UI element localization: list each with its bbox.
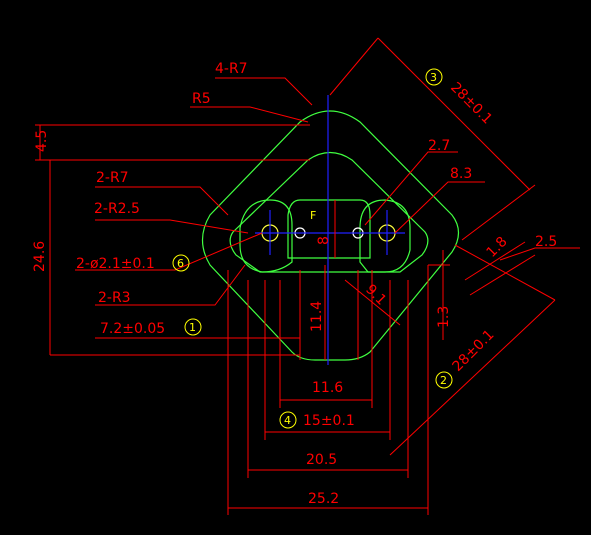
label-25-2: 25.2 [308,491,339,507]
label-1-8: 1.8 [484,234,511,261]
label-4-r7: 4-R7 [215,61,248,77]
label-2-r7: 2-R7 [96,170,129,186]
label-4-5: 4.5 [34,130,50,152]
label-2-phi21: 2-ø2.1±0.1 [76,256,155,272]
center-lines [255,95,405,365]
center-slot [287,199,371,259]
svg-text:2: 2 [440,374,447,387]
part-outline [201,110,460,361]
label-8-3: 8.3 [450,166,472,182]
label-2-r3: 2-R3 [98,290,131,306]
label-2-r25: 2-R2.5 [94,201,140,217]
label-8: 8 [316,236,332,245]
badges: 1 2 3 4 6 [172,68,453,429]
svg-text:6: 6 [177,257,184,270]
label-11-4: 11.4 [309,301,325,332]
svg-text:4: 4 [284,414,291,427]
left-slot [239,199,293,273]
badge-3: 3 [425,68,443,86]
badge-2: 2 [435,371,453,389]
svg-text:1: 1 [189,321,196,334]
dimension-lines [35,37,580,515]
label-24-6: 24.6 [32,241,48,272]
label-1-3: 1.3 [436,306,452,328]
label-28-top: 28±0.1 [447,80,495,128]
label-28-right: 28±0.1 [450,327,498,375]
outer-contour [201,110,460,361]
label-2-7: 2.7 [428,138,450,154]
label-20-5: 20.5 [306,452,337,468]
label-9-1: 9.1 [362,282,389,309]
svg-text:3: 3 [430,71,437,84]
label-2-5: 2.5 [535,234,557,250]
label-r5: R5 [192,91,211,107]
inner-contour [229,151,429,273]
label-15: 15±0.1 [303,413,355,429]
label-7-2: 7.2±0.05 [100,321,165,337]
badge-1: 1 [184,318,202,336]
right-slot [359,199,411,273]
dimension-labels: 4-R7 R5 2-R7 2-R2.5 2-ø2.1±0.1 2-R3 7.2±… [32,61,557,507]
badge-4: 4 [279,411,297,429]
badge-6: 6 [172,254,190,272]
label-11-6: 11.6 [312,380,343,396]
label-f: F [310,209,316,222]
